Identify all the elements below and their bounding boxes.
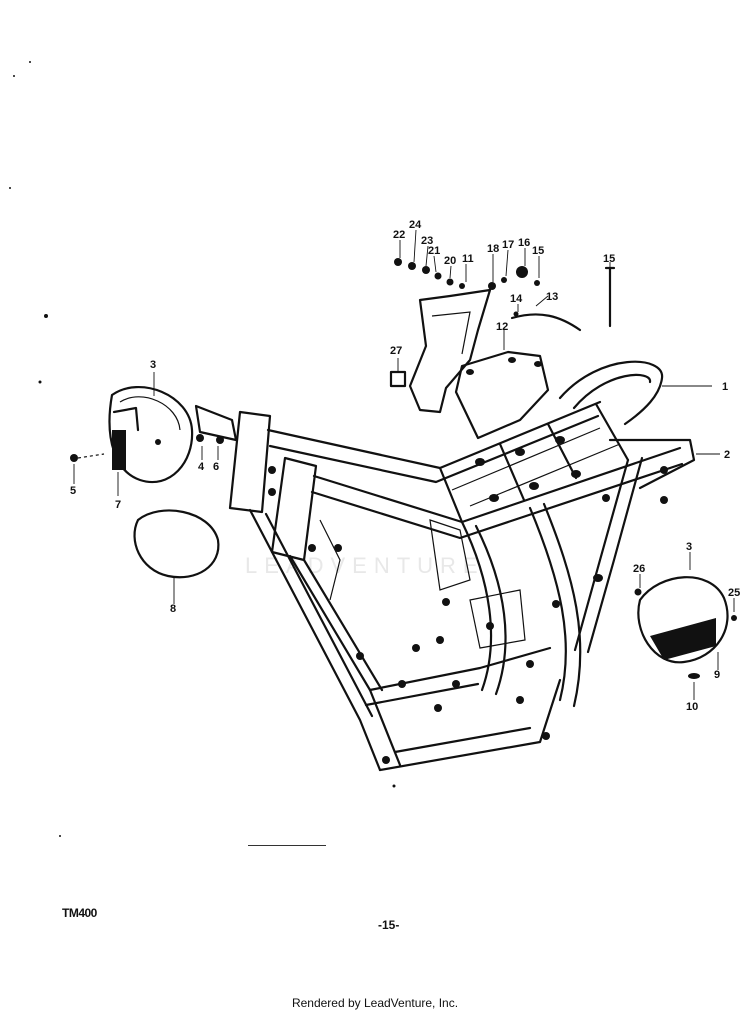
leader-lines — [73, 229, 735, 700]
callout-15-small: 15 — [532, 245, 544, 257]
callout-6: 6 — [213, 461, 219, 473]
callout-16: 16 — [518, 237, 530, 249]
right-side-cover — [634, 576, 737, 679]
callout-27: 27 — [390, 345, 402, 357]
callout-10: 10 — [686, 701, 698, 713]
callout-12: 12 — [496, 321, 508, 333]
callout-15-stud: 15 — [603, 253, 615, 265]
document-code: TM400 — [62, 906, 97, 920]
callout-9: 9 — [714, 669, 720, 681]
callout-14: 14 — [510, 293, 523, 305]
print-specks — [9, 61, 396, 837]
page-number: -15- — [378, 918, 400, 932]
callout-2: 2 — [724, 449, 730, 461]
callout-7: 7 — [115, 499, 121, 511]
callout-17: 17 — [502, 239, 514, 251]
callout-22: 22 — [393, 229, 405, 241]
callout-23: 23 — [421, 235, 433, 247]
callout-20: 20 — [444, 255, 456, 267]
main-frame — [228, 360, 696, 772]
callout-13: 13 — [546, 291, 558, 303]
callout-24: 24 — [409, 219, 422, 231]
footer-credit: Rendered by LeadVenture, Inc. — [291, 996, 459, 1010]
callout-1: 1 — [722, 381, 728, 393]
callout-5: 5 — [70, 485, 76, 497]
left-side-cover — [70, 386, 238, 579]
callouts: 1 2 3 3 4 5 6 7 8 9 10 11 12 13 14 15 15… — [70, 219, 740, 713]
callout-11: 11 — [462, 253, 474, 265]
callout-4: 4 — [198, 461, 205, 473]
callout-18: 18 — [487, 243, 499, 255]
callout-8: 8 — [170, 603, 176, 615]
upper-brackets — [389, 258, 616, 440]
callout-21: 21 — [428, 245, 440, 257]
callout-26: 26 — [633, 563, 645, 575]
callout-3-left: 3 — [150, 359, 156, 371]
separator-dash — [248, 845, 326, 846]
callout-25: 25 — [728, 587, 740, 599]
callout-3-right: 3 — [686, 541, 692, 553]
